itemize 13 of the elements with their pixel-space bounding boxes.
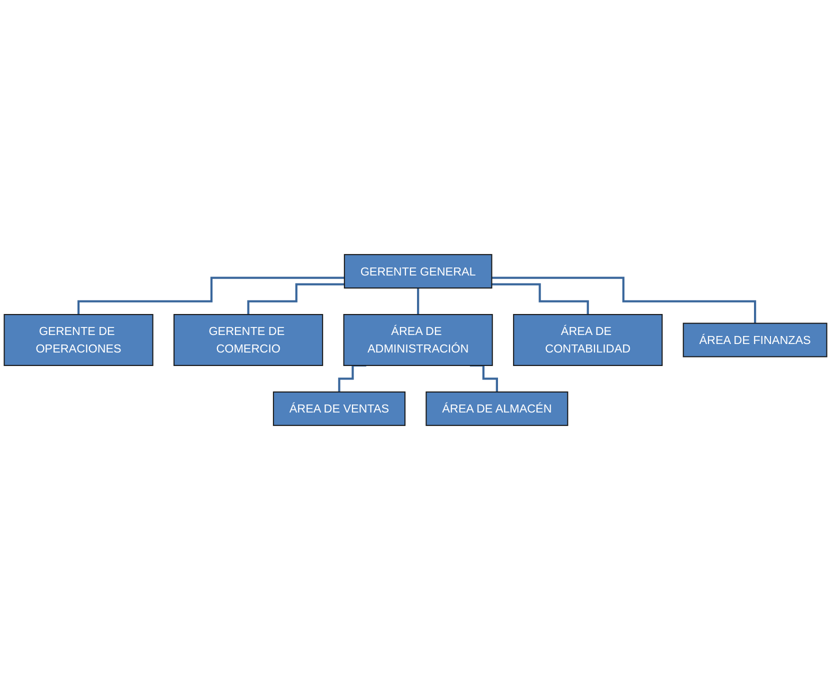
node-box: GERENTE DE COMERCIO — [174, 314, 324, 366]
node-box: ÁREA DE ALMACÉN — [426, 391, 568, 426]
connector — [417, 286, 420, 316]
connector — [492, 276, 756, 324]
connector — [77, 276, 344, 316]
node-box: ÁREA DE CONTABILIDAD — [513, 314, 663, 366]
node-box: ÁREA DE ADMINISTRACIÓN — [343, 314, 493, 366]
connector — [247, 283, 344, 316]
node-box: ÁREA DE FINANZAS — [682, 322, 828, 358]
node-box: GERENTE GENERAL — [344, 254, 492, 289]
connector — [492, 283, 589, 316]
node-box: ÁREA DE VENTAS — [272, 391, 406, 426]
node-box: GERENTE DE OPERACIONES — [4, 314, 154, 366]
